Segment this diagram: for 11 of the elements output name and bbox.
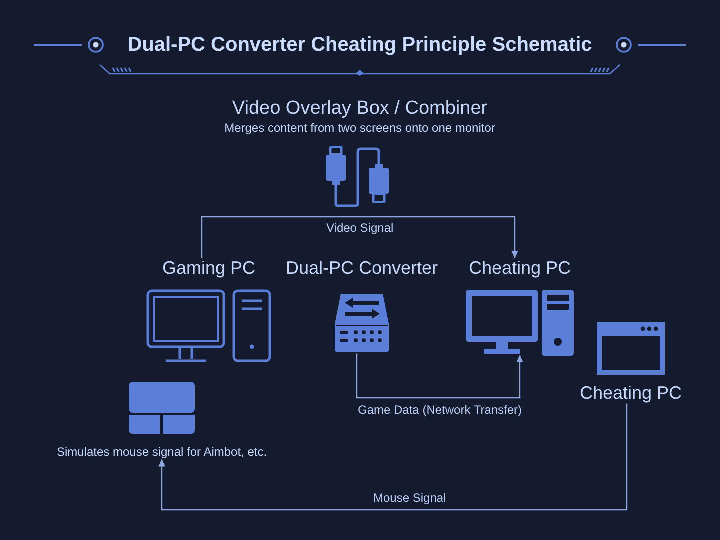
diagram-title: Dual-PC Converter Cheating Principle Schematic (128, 33, 592, 57)
node-description: Merges content from two screens onto one monitor (224, 122, 496, 136)
node-title: Dual-PC Converter (286, 258, 438, 279)
node-title: Video Overlay Box / Combiner (232, 98, 488, 120)
connector-arrow (356, 354, 524, 399)
node-description: Simulates mouse signal for Aimbot, etc. (56, 446, 268, 460)
connector-arrow (158, 404, 628, 511)
connector-arrow (201, 216, 518, 258)
node-title: Cheating PC (468, 258, 572, 279)
node-title: Cheating PC (580, 383, 682, 404)
node-title: Gaming PC (162, 258, 256, 279)
